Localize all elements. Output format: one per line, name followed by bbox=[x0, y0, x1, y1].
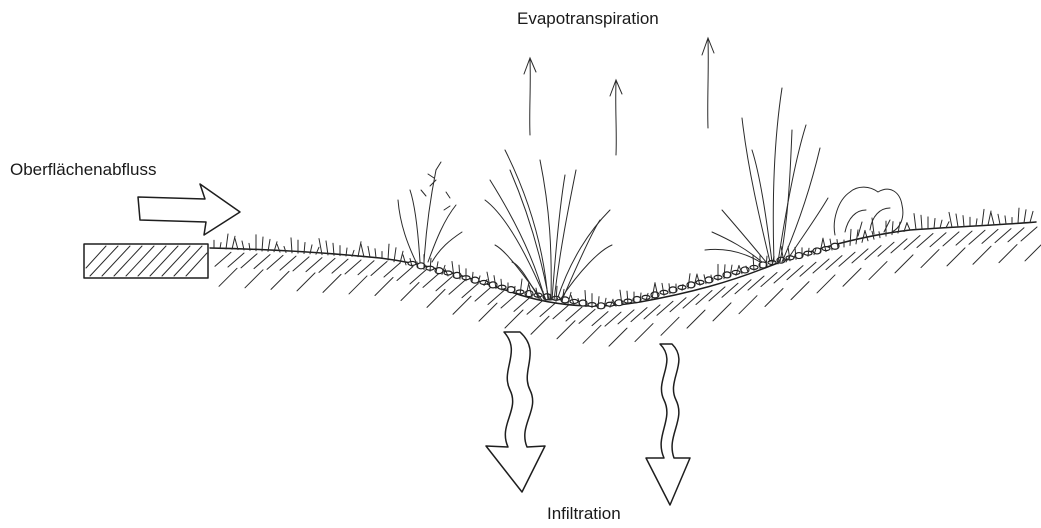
infiltration-label: Infiltration bbox=[547, 504, 621, 524]
pavement-block bbox=[84, 244, 208, 278]
evap-arrows bbox=[524, 38, 714, 155]
plant-right-tall-grass bbox=[705, 88, 828, 262]
runoff-arrow bbox=[138, 184, 240, 235]
plant-left bbox=[398, 162, 462, 262]
soil-hatching bbox=[215, 227, 1041, 346]
evap-arrow-3 bbox=[702, 38, 714, 128]
ground-surface bbox=[210, 222, 1036, 306]
surface-runoff-label: Oberflächenabfluss bbox=[10, 160, 156, 180]
evap-arrow-1 bbox=[524, 58, 536, 135]
infiltration-arrow-1 bbox=[486, 332, 545, 492]
evap-arrow-2 bbox=[610, 80, 622, 155]
infiltration-arrow-2 bbox=[646, 344, 690, 505]
evapotranspiration-label: Evapotranspiration bbox=[517, 9, 659, 29]
plant-center-clump bbox=[485, 150, 612, 300]
